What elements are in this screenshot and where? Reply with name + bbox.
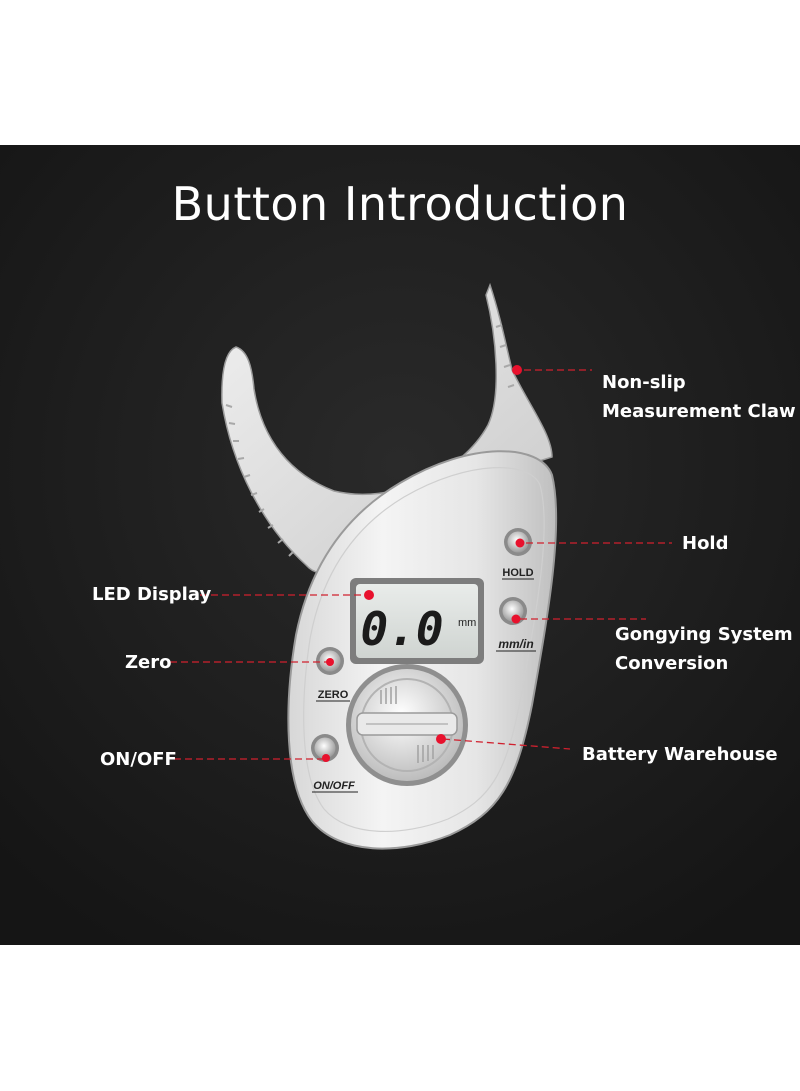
- battery-cover-dial[interactable]: [346, 664, 468, 786]
- page-title: Button Introduction: [171, 177, 629, 231]
- callout-conversion: Gongying System Conversion: [615, 620, 793, 678]
- callout-led-display-text: LED Display: [92, 584, 212, 605]
- lcd-display: 0.0 mm: [350, 578, 484, 664]
- callout-on-off-text: ON/OFF: [100, 749, 177, 770]
- mm-in-button-label: mm/in: [498, 637, 533, 651]
- lcd-unit: mm: [458, 617, 476, 629]
- callout-measurement-claw: Non-slip Measurement Claw: [602, 368, 796, 426]
- callout-led-display: LED Display: [92, 580, 211, 609]
- callout-battery: Battery Warehouse: [582, 740, 778, 769]
- caliper-device: 0.0 mm HOLD mm/in ZERO ON/OFF: [170, 282, 672, 850]
- callout-on-off: ON/OFF: [100, 745, 177, 774]
- callout-claw-line2: Measurement Claw: [602, 401, 796, 422]
- callout-zero: Zero: [125, 648, 172, 677]
- callout-conversion-line1: Gongying System: [615, 624, 793, 645]
- callout-markers: [322, 365, 525, 762]
- zero-button-label: ZERO: [318, 689, 349, 701]
- callout-battery-text: Battery Warehouse: [582, 744, 778, 765]
- callout-hold-text: Hold: [682, 533, 729, 554]
- callout-claw-line1: Non-slip: [602, 372, 686, 393]
- on-off-button-label: ON/OFF: [313, 780, 355, 792]
- hold-button-label: HOLD: [502, 567, 533, 579]
- on-off-button[interactable]: ON/OFF: [311, 734, 358, 793]
- lcd-value: 0.0: [360, 602, 443, 656]
- callout-leaders: [170, 369, 672, 760]
- callout-conversion-line2: Conversion: [615, 653, 729, 674]
- callout-hold: Hold: [682, 529, 729, 558]
- diagram-panel: Button Introduction: [0, 145, 800, 945]
- callout-zero-text: Zero: [125, 652, 172, 673]
